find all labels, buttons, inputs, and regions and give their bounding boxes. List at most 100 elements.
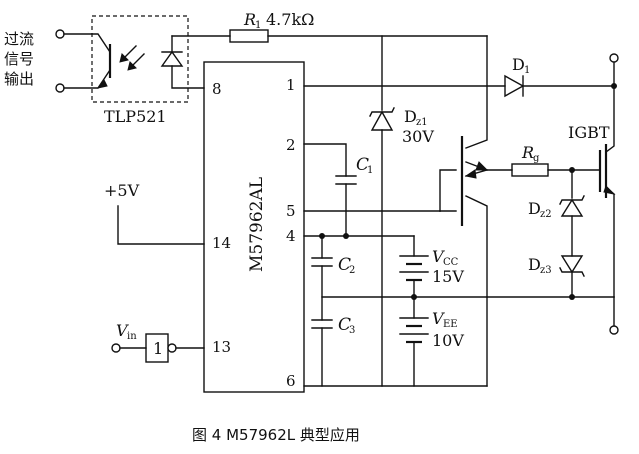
chip-label: M57962AL [247,177,267,272]
led-triangle [160,50,184,67]
rg-body [511,163,549,177]
inverter-bubble [167,343,177,353]
optocoupler-box [91,15,189,103]
battery-vcc: V CC 15V [399,235,464,319]
d1-letter: D [512,55,525,74]
rg-letter: R [521,143,534,162]
pin-2: 2 [286,136,296,154]
optocoupler-label: TLP521 [104,107,167,126]
vcc-value: 15V [432,267,464,286]
wire-c1-top [303,143,347,177]
pin-4: 4 [286,227,296,245]
optocoupler-tlp521: TLP521 [55,15,205,126]
light-arrowhead-1 [119,53,129,63]
d1-sub: 1 [524,65,530,76]
light-arrow-1 [123,45,137,59]
pin-5: 5 [286,202,296,220]
dz3-letter: D [528,255,541,274]
junction-c1 [343,233,349,239]
zener-dz1: D z1 30V [369,35,434,387]
dz1-value: 30V [402,127,434,146]
capacitor-c3: C 3 [311,315,355,387]
vin-letter: V [116,321,129,340]
upper-emitter-arrow [475,161,489,171]
capacitor-c2: C 2 [311,255,355,321]
igbt-terminal-bottom [609,325,619,335]
lower-collector [465,195,488,298]
c2-sub: 2 [349,265,355,276]
wire-5v [117,205,205,245]
label-guoliu: 过流 [4,30,34,48]
r1-sub: 1 [255,20,261,31]
pin-1: 1 [286,76,296,94]
pin-14: 14 [212,234,231,252]
dz1-letter: D [404,107,417,126]
vcc-sub: CC [443,257,459,268]
dz1-triangle [370,110,394,131]
dz2-sub: z2 [540,209,552,220]
pin-8: 8 [212,80,222,98]
overcurrent-output-labels: 过流 信号 输出 [4,30,34,88]
figure-caption: 图 4 M57962L 典型应用 [192,426,360,444]
vee-value: 10V [432,331,464,350]
wire-base-upper [439,169,457,212]
dz2-bar [559,195,585,205]
c3-letter: C [338,315,351,335]
ground-bus [321,294,615,300]
vin-input: V in 1 [111,321,205,363]
dz2-letter: D [528,199,541,218]
dz1-sub: z1 [416,117,428,128]
resistor-r1: R 1 4.7kΩ [171,10,488,43]
label-shuchu: 输出 [4,70,34,88]
light-arrowhead-2 [127,61,137,71]
vin-terminal [111,343,121,353]
igbt-terminal-top [609,53,619,63]
r1-letter: R [243,10,256,29]
inverter-label: 1 [153,339,163,358]
terminal-bottom [55,83,65,93]
pin-6: 6 [286,372,296,390]
c2-letter: C [338,255,351,275]
totem-pole-stage [303,35,489,387]
dz3-sub: z3 [540,265,552,276]
c3-sub: 3 [349,325,355,336]
label-xinhao: 信号 [4,50,34,68]
vee-sub: EE [443,319,458,330]
igbt: IGBT [568,53,619,335]
resistor-rg: R g [486,143,601,177]
junction-vcc-vee [411,294,417,300]
junction-igbt-top [611,83,617,89]
light-arrow-2 [131,53,145,67]
vcc-letter: V [432,247,445,266]
junction-dz3 [569,294,575,300]
igbt-label: IGBT [568,123,610,142]
upper-collector [465,35,488,149]
pin1-net: D 1 [303,55,615,98]
c1-sub: 1 [367,165,373,176]
dz2-triangle [560,198,584,217]
chip-body [203,61,305,393]
lower-emitter-arrow [464,169,477,179]
pin-13: 13 [212,338,231,356]
chip-m57962al: M57962AL 8 1 2 5 4 6 14 13 [203,61,305,393]
igbt-collector [605,85,615,153]
vee-letter: V [432,309,445,328]
vin-sub: in [127,331,137,342]
wire-collector [63,33,111,53]
zener-dz2: D z2 [528,169,585,257]
capacitor-c1: C 1 [303,143,373,237]
supply-label: +5V [104,181,140,200]
supply-5v: +5V [104,181,205,245]
rg-sub: g [533,153,540,164]
r1-value: 4.7kΩ [266,10,314,29]
igbt-emitter [605,187,615,298]
dz3-triangle [560,255,584,274]
c1-letter: C [356,155,369,175]
node-pin4 [303,233,415,259]
led-lead-bottom [171,65,205,89]
igbt-emitter-arrow [603,185,616,195]
d1-triangle [504,74,525,98]
terminal-top [55,29,65,39]
